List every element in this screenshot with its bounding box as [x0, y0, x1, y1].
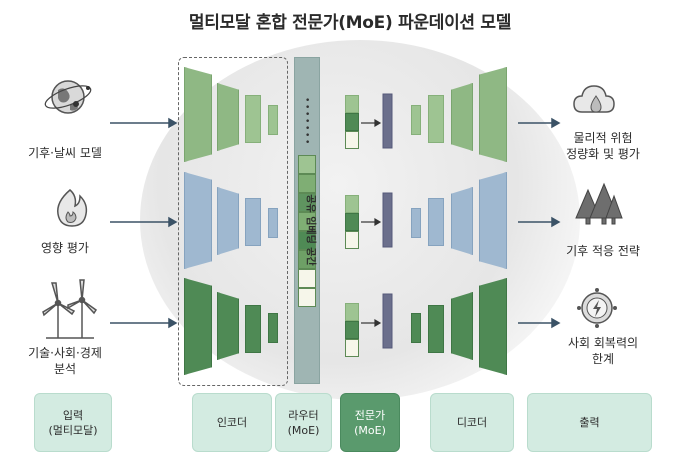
encoder-layer — [268, 208, 278, 238]
input-label-impact: 영향 평가 — [41, 241, 89, 255]
embedding-cell — [298, 231, 316, 250]
encoder-layer — [184, 172, 212, 269]
decoder-layer — [428, 198, 444, 246]
trees-icon — [575, 182, 623, 225]
stage-decoder: 디코더 — [430, 393, 514, 452]
wind-turbine-icon — [42, 279, 98, 339]
encoder-layer — [217, 187, 239, 255]
expert-cell — [345, 213, 359, 231]
encoder-layer — [245, 305, 261, 353]
gear-bolt-icon — [577, 288, 617, 328]
embedding-cell — [298, 212, 316, 231]
encoder-layer — [217, 83, 239, 151]
encoder-layer — [268, 313, 278, 343]
encoder-layer — [184, 67, 212, 162]
embedding-cell — [298, 155, 316, 174]
expert-cell — [345, 113, 359, 131]
encoder-layer — [217, 292, 239, 360]
decoder-layer — [479, 67, 507, 162]
expert-cell — [345, 303, 359, 321]
input-label-climate: 기후·날씨 모델 — [28, 146, 102, 160]
output-label-resilience: 사회 회복력의 한계 — [567, 336, 639, 366]
decoder-layer — [411, 105, 421, 135]
decoder-layer — [451, 83, 473, 151]
input-label-socioeconomic: 기술·사회·경제 분석 — [28, 346, 102, 376]
expert-cell — [345, 95, 359, 113]
encoder-layer — [184, 278, 212, 375]
encoder-layer — [245, 95, 261, 143]
cloud-drop-icon — [573, 85, 615, 113]
encoder-group — [178, 57, 288, 386]
decoder-layer — [479, 278, 507, 375]
embedding-cell — [298, 193, 316, 212]
stage-expert: 전문가 (MoE) — [340, 393, 400, 452]
stage-output: 출력 — [527, 393, 652, 452]
output-label-physical-risk: 물리적 위험 정량화 및 평가 — [566, 131, 640, 161]
decoder-layer — [428, 305, 444, 353]
page-title: 멀티모달 혼합 전문가(MoE) 파운데이션 모델 — [188, 13, 512, 33]
ellipsis-dots: ••••••• — [305, 96, 311, 148]
fire-icon — [57, 189, 88, 227]
decoder-layer — [411, 208, 421, 238]
expert-cell — [345, 339, 359, 357]
output-label-adaptation: 기후 적응 전략 — [566, 244, 640, 258]
expert-cell — [345, 231, 359, 249]
encoder-layer — [245, 198, 261, 246]
globe-icon — [44, 80, 92, 114]
decoder-layer — [428, 95, 444, 143]
shared-space-label: 공유 임베딩 공간 — [304, 194, 316, 266]
stage-encoder: 인코더 — [192, 393, 272, 452]
decoder-layer — [451, 187, 473, 255]
embedding-cell — [298, 269, 316, 288]
encoder-layer — [268, 105, 278, 135]
decoder-layer — [479, 172, 507, 269]
stage-input: 입력 (멀티모달) — [34, 393, 112, 452]
decoder-layer — [411, 313, 421, 343]
router-bars — [382, 93, 393, 349]
embedding-cell — [298, 250, 316, 269]
stage-router: 라우터 (MoE) — [275, 393, 332, 452]
expert-cell — [345, 321, 359, 339]
expert-cell — [345, 195, 359, 213]
decoder-layer — [451, 292, 473, 360]
embedding-cell — [298, 288, 316, 307]
expert-cell — [345, 131, 359, 149]
embedding-cell — [298, 174, 316, 193]
